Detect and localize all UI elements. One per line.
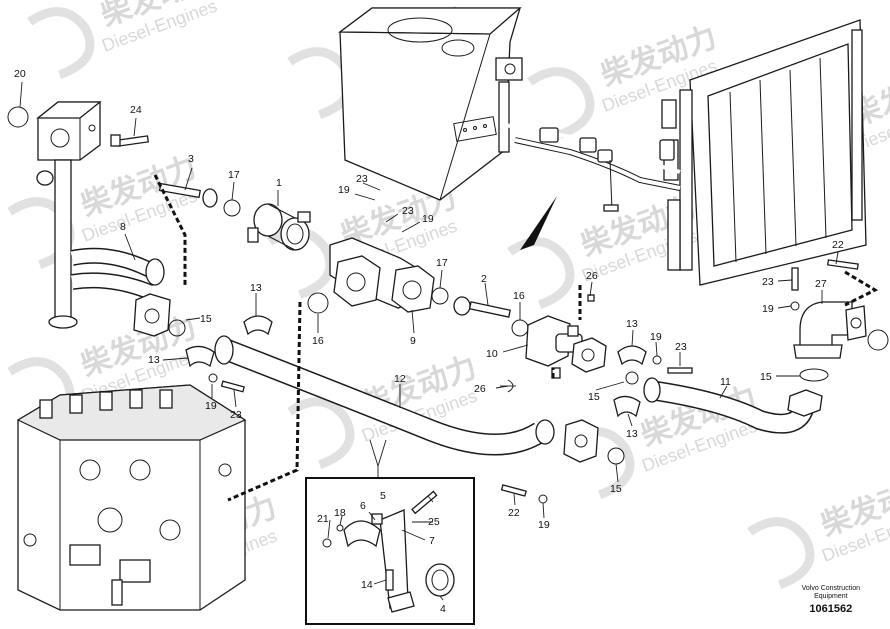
suction-manifold: [7, 101, 150, 329]
callout-19: 19: [762, 303, 774, 315]
cooler-pipe: [643, 259, 889, 434]
drawing-footer: Volvo Construction Equipment 1061562: [802, 585, 860, 615]
callout-27: 27: [815, 278, 827, 290]
callout-19: 19: [205, 400, 217, 412]
callout-6: 6: [360, 500, 366, 512]
relation-dashes: [153, 174, 879, 502]
callout-23: 23: [675, 341, 687, 353]
brand-line-1: Volvo Construction: [801, 585, 860, 592]
callout-13: 13: [626, 318, 638, 330]
suction-hose: [70, 247, 165, 300]
detail-inset: [305, 439, 475, 625]
callout-22: 22: [508, 507, 520, 519]
callout-15: 15: [610, 483, 622, 495]
callout-15: 15: [760, 371, 772, 383]
callout-12: 12: [394, 373, 406, 385]
callout-8: 8: [120, 221, 126, 233]
callout-22: 22: [832, 239, 844, 251]
callout-14: 14: [361, 579, 373, 591]
callout-20: 20: [14, 68, 26, 80]
callout-19: 19: [538, 519, 550, 531]
clamp-coupling: [247, 203, 311, 251]
drawing-number: 1061562: [809, 603, 853, 615]
hydraulic-tank: [338, 7, 523, 201]
callout-26: 26: [586, 270, 598, 282]
callout-19: 19: [338, 184, 350, 196]
callout-17: 17: [228, 169, 240, 181]
return-pipe: [214, 335, 625, 465]
clamp-set-left: [185, 315, 273, 393]
flange-left: [133, 293, 186, 337]
callout-24: 24: [130, 104, 142, 116]
callout-15: 15: [200, 313, 212, 325]
callout-10: 10: [486, 348, 498, 360]
oil-cooler: [661, 19, 867, 286]
callout-5: 5: [380, 490, 386, 502]
control-valve: [16, 384, 247, 611]
elbow-fitting: [793, 301, 867, 359]
callout-9: 9: [410, 335, 416, 347]
callout-13: 13: [626, 428, 638, 440]
tee-fitting: [329, 237, 435, 313]
callout-13: 13: [148, 354, 160, 366]
callout-19: 19: [422, 213, 434, 225]
tank-cooler-lines: [504, 123, 681, 212]
callout-23: 23: [762, 276, 774, 288]
callout-23: 23: [402, 205, 414, 217]
callout-18: 18: [334, 507, 346, 519]
callout-16: 16: [312, 335, 324, 347]
callout-23: 23: [356, 173, 368, 185]
callout-15: 15: [588, 391, 600, 403]
callout-1: 1: [276, 177, 282, 189]
callout-19: 19: [650, 331, 662, 343]
callout-16: 16: [513, 290, 525, 302]
direction-arrow: [520, 196, 557, 250]
leader-lines: [19, 81, 839, 601]
callout-25: 25: [428, 516, 440, 528]
callout-13: 13: [250, 282, 262, 294]
callout-4: 4: [440, 603, 446, 615]
brand-line-2: Equipment: [814, 593, 848, 600]
callout-3: 3: [188, 153, 194, 165]
watermark: 柴发动力 Diesel-Engines: [747, 471, 890, 589]
callout-7: 7: [429, 535, 435, 547]
callout-23: 23: [230, 409, 242, 421]
valve-block: [525, 315, 607, 373]
callout-21: 21: [317, 513, 329, 525]
watermark: 柴发动力 Diesel-Engines: [27, 0, 221, 79]
callout-17: 17: [436, 257, 448, 269]
callout-11: 11: [720, 376, 731, 388]
center-fittings: [158, 182, 607, 379]
callout-26: 26: [474, 383, 486, 395]
callout-2: 2: [481, 273, 487, 285]
callout-labels: 20 24 3 17 1 8 19 23 23 19 13 15 13 19 2…: [14, 68, 844, 615]
